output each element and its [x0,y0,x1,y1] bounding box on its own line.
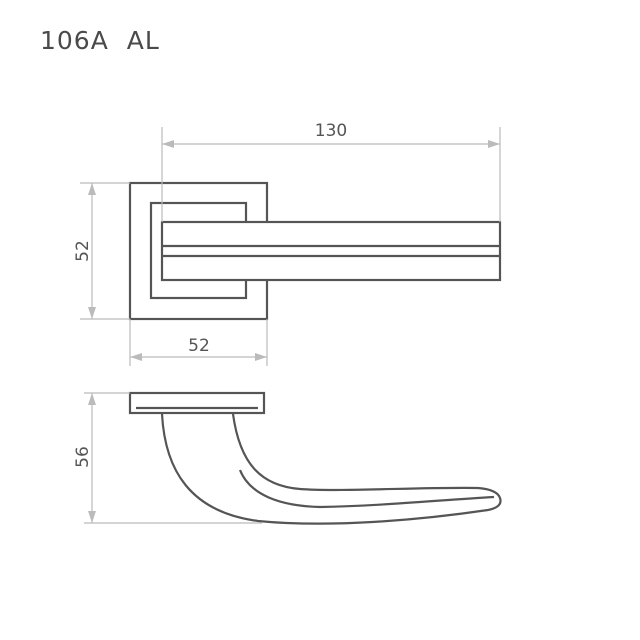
lever-top-view [160,220,502,282]
side-view [128,391,502,525]
dimension-label-56: 56 [73,446,93,468]
lever-profile-inner [238,469,495,509]
model-title: 106A AL [40,26,160,55]
dimension-label-52-horizontal: 52 [188,336,210,356]
lever-profile-outer [160,413,502,525]
rose-profile [128,391,266,415]
top-view [128,181,502,321]
dimension-label-130: 130 [315,121,347,141]
dimension-rose-width: 52 [129,319,268,366]
dimension-profile-height: 56 [73,392,262,524]
dimension-handle-length: 130 [161,121,501,222]
dimension-label-52-vertical: 52 [73,240,93,262]
dimension-rose-height: 52 [73,182,130,320]
